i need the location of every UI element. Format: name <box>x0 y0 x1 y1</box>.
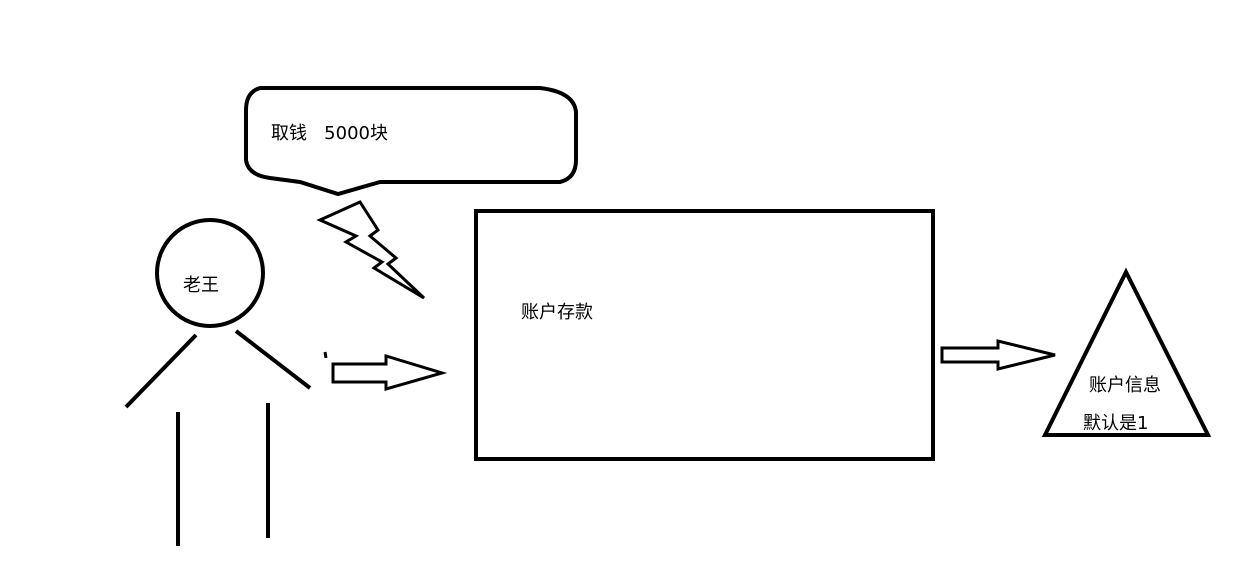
account-deposit-box <box>474 209 935 461</box>
speech-bubble <box>244 86 578 197</box>
triangle-label-line2: 默认是1 <box>1083 413 1149 434</box>
arrow-person-to-box <box>331 353 448 391</box>
person-left-arm <box>124 333 198 409</box>
person-name: 老王 <box>183 275 219 296</box>
arrow-box-to-triangle <box>940 339 1056 371</box>
triangle-label-line1: 账户信息 <box>1089 375 1161 396</box>
account-info-triangle <box>1041 267 1212 437</box>
person-head <box>155 218 265 328</box>
person-right-arm <box>234 329 312 390</box>
stray-mark <box>323 351 328 359</box>
speech-bubble-text: 取钱 5000块 <box>271 123 388 144</box>
lightning-bolt-icon <box>316 200 426 300</box>
box-label: 账户存款 <box>521 302 593 323</box>
